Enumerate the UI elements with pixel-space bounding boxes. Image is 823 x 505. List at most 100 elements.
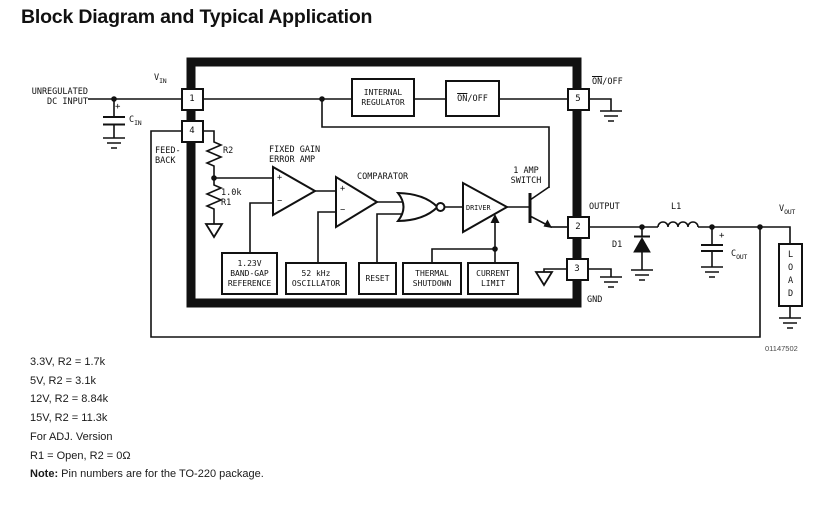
junction-dot [757,224,763,230]
cout-plus-sign: + [719,231,725,241]
error-amp-triangle [272,165,318,217]
wire-pin4-to-r2 [203,130,215,140]
reset-block: RESET [358,262,397,295]
onoff-pin-label: ON/OFF [592,77,623,88]
oscillator-block: 52 kHz OSCILLATOR [285,262,347,295]
error-amp-plus: + [277,173,283,183]
feedback-label: FEED- BACK [155,146,181,166]
error-amp-minus: − [277,196,283,206]
driver-triangle [462,181,510,234]
nor-gate [395,191,439,223]
ground-d1-icon [631,269,653,281]
wire-vin-to-collector [321,99,550,188]
onoff-block-label: ON/OFF [457,94,488,104]
note-text: Pin numbers are for the TO-220 package. [58,468,264,481]
note-line: 3.3V, R2 = 1.7k [30,356,106,368]
figure-number: 01147502 [765,344,798,353]
cin-sub: IN [134,118,142,127]
notes-block: 3.3V, R2 = 1.7k 5V, R2 = 3.1k 12V, R2 = … [30,353,264,484]
d1-label: D1 [612,240,623,250]
emitter-arrowhead-icon [543,219,552,228]
wire-feedback-loop [150,130,761,338]
ground-gnd-pin-icon [600,276,622,288]
vout-label: VOUT [779,204,795,216]
pin-2-output: 2 [566,215,590,239]
note-line: For ADJ. Version [30,430,113,443]
note-prefix: Note: [30,468,59,481]
wire-onoff-ground [589,98,612,111]
note-line: 15V, R2 = 11.3k [30,412,108,425]
components [103,110,801,329]
wires [88,98,791,338]
r2-label: R2 [223,146,234,156]
vin-main: V [154,73,160,83]
ground-onoff-icon [600,110,622,122]
note-line-package: Note: Pin numbers are for the TO-220 pac… [30,465,264,484]
thermal-shutdown-block: THERMAL SHUTDOWN [402,262,462,295]
cout-main: C [731,249,737,259]
wire-reset-to-gate [376,213,402,262]
onoff-block-on: ON [457,93,468,104]
comparator-triangle [335,175,379,229]
wire-thermal-junction [431,248,495,262]
wire-pin3-internal-ground [543,268,566,272]
ground-cin-icon [103,137,125,149]
error-amp-label: FIXED GAIN ERROR AMP [269,145,321,165]
capacitor-cin [103,116,125,126]
vin-label: VIN [154,73,167,85]
wire-output-b [698,226,791,243]
ground-cout-icon [701,266,723,278]
vin-sub: IN [159,76,167,85]
junction-dot [709,224,715,230]
gnd-label: GND [587,295,603,305]
unregulated-input-label: UNREGULATED DC INPUT [31,87,88,107]
junction-dots [111,96,763,252]
resistor-r1 [204,183,224,211]
chip-boundary [186,57,582,308]
junction-dot [639,224,645,230]
transistor-collector [529,186,550,201]
comparator-plus: + [340,184,346,194]
vout-main: V [779,204,785,214]
driver-input-arrowhead-icon [490,214,500,223]
note-line: 12V, R2 = 8.84k [30,393,109,406]
comparator-label: COMPARATOR [357,172,409,182]
driver-label: DRIVER [466,203,491,212]
current-limit-block: CURRENT LIMIT [467,262,519,295]
junction-dot [111,96,117,102]
l1-label: L1 [671,202,682,212]
onoff-pin-on: ON [592,77,603,87]
wire-bandgap-to-erroramp [249,202,273,252]
inductor-l1 [657,221,699,228]
pin-4-feedback: 4 [180,119,204,143]
nor-gate-bubble [435,202,446,212]
cin-plus-sign: + [115,102,121,112]
output-label: OUTPUT [589,202,620,212]
note-line: R1 = Open, R2 = 0Ω [30,449,131,462]
ground-load-icon [779,317,801,329]
internal-regulator-block: INTERNAL REGULATOR [351,78,415,117]
resistor-r2 [204,140,224,168]
comparator-minus: − [340,205,346,215]
capacitor-cout [701,244,723,252]
cin-label: CIN [129,115,142,127]
wire-pin3-external-ground [588,268,612,277]
cin-main: C [129,115,135,125]
junction-dot [492,246,498,252]
junction-dot [319,96,325,102]
diode-d1-triangle [633,236,651,253]
vout-sub: OUT [784,207,795,216]
switch-label: 1 AMP SWITCH [510,166,542,186]
onoff-pin-off: /OFF [602,77,623,87]
wire-oscillator-to-comparator [317,211,336,262]
pin-3-ground: 3 [565,257,589,281]
onoff-block-off: /OFF [467,93,488,104]
cout-label: COUT [731,249,747,261]
pin-1-vin: 1 [180,87,204,111]
junction-dot [211,175,217,181]
note-line: 5V, R2 = 3.1k [30,374,96,387]
ground-arrow-r1-icon [204,223,224,239]
cout-sub: OUT [736,252,747,261]
